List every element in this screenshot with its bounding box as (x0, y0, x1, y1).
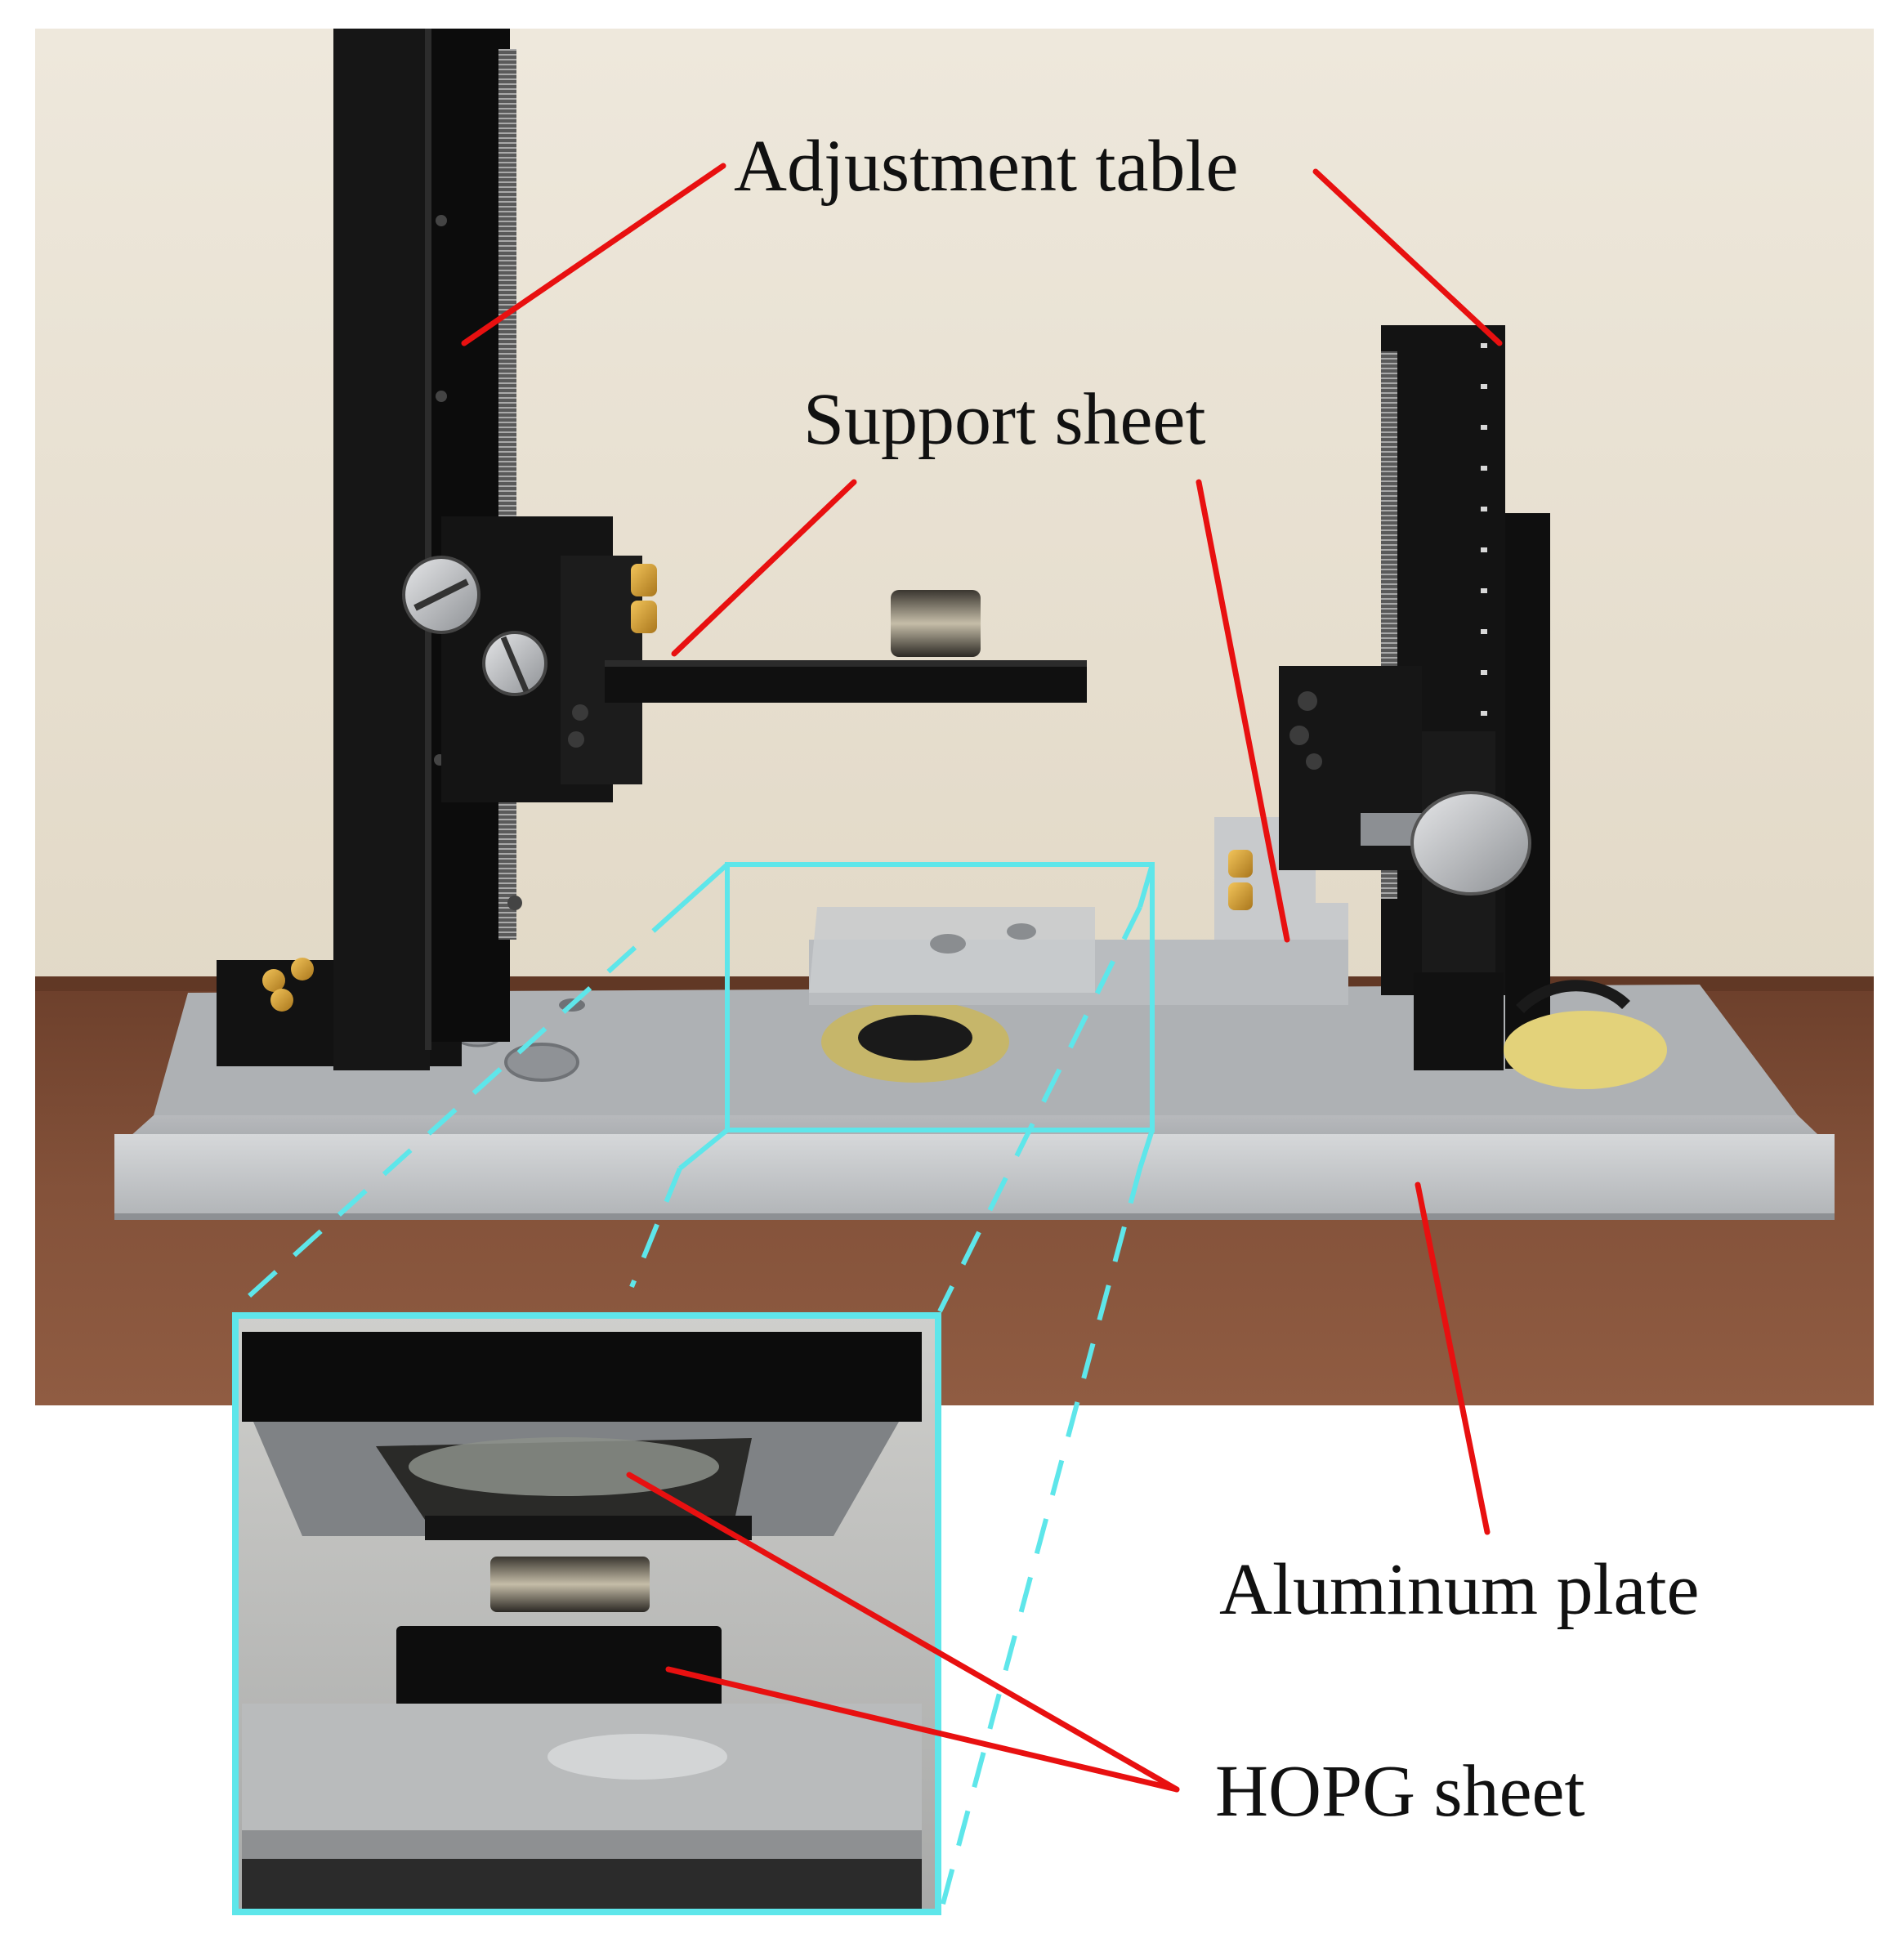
main-photo (35, 29, 1874, 1405)
label-hopg-sheet: HOPG sheet (1215, 1751, 1584, 1832)
inset-floating-magnet (490, 1557, 650, 1612)
zoom-source-box (677, 862, 1155, 1171)
leader-aluminum-plate (1415, 1181, 1491, 1535)
aluminum-base-plate (114, 985, 1835, 1220)
inset-support-plate (242, 1332, 922, 1422)
leader-support-left (671, 479, 857, 657)
left-adjustment-table (217, 29, 1087, 1070)
leader-hopg-upper (626, 1472, 1180, 1793)
inset-frame (232, 1312, 941, 1915)
leader-hopg-lower (665, 1666, 1180, 1793)
zoom-projection-lines (230, 905, 1142, 1917)
leader-lines (461, 163, 1503, 1793)
leader-adjustment-right (1312, 168, 1503, 346)
label-adjustment-table: Adjustment table (734, 126, 1238, 207)
leader-support-right (1196, 479, 1290, 943)
right-adjustment-table (809, 325, 1667, 1089)
zoom-inset (230, 905, 1142, 1917)
label-support-sheet: Support sheet (803, 379, 1205, 460)
label-aluminum-plate: Aluminum plate (1219, 1549, 1699, 1630)
inset-lower-hopg (396, 1626, 722, 1708)
leader-adjustment-left (461, 163, 726, 346)
